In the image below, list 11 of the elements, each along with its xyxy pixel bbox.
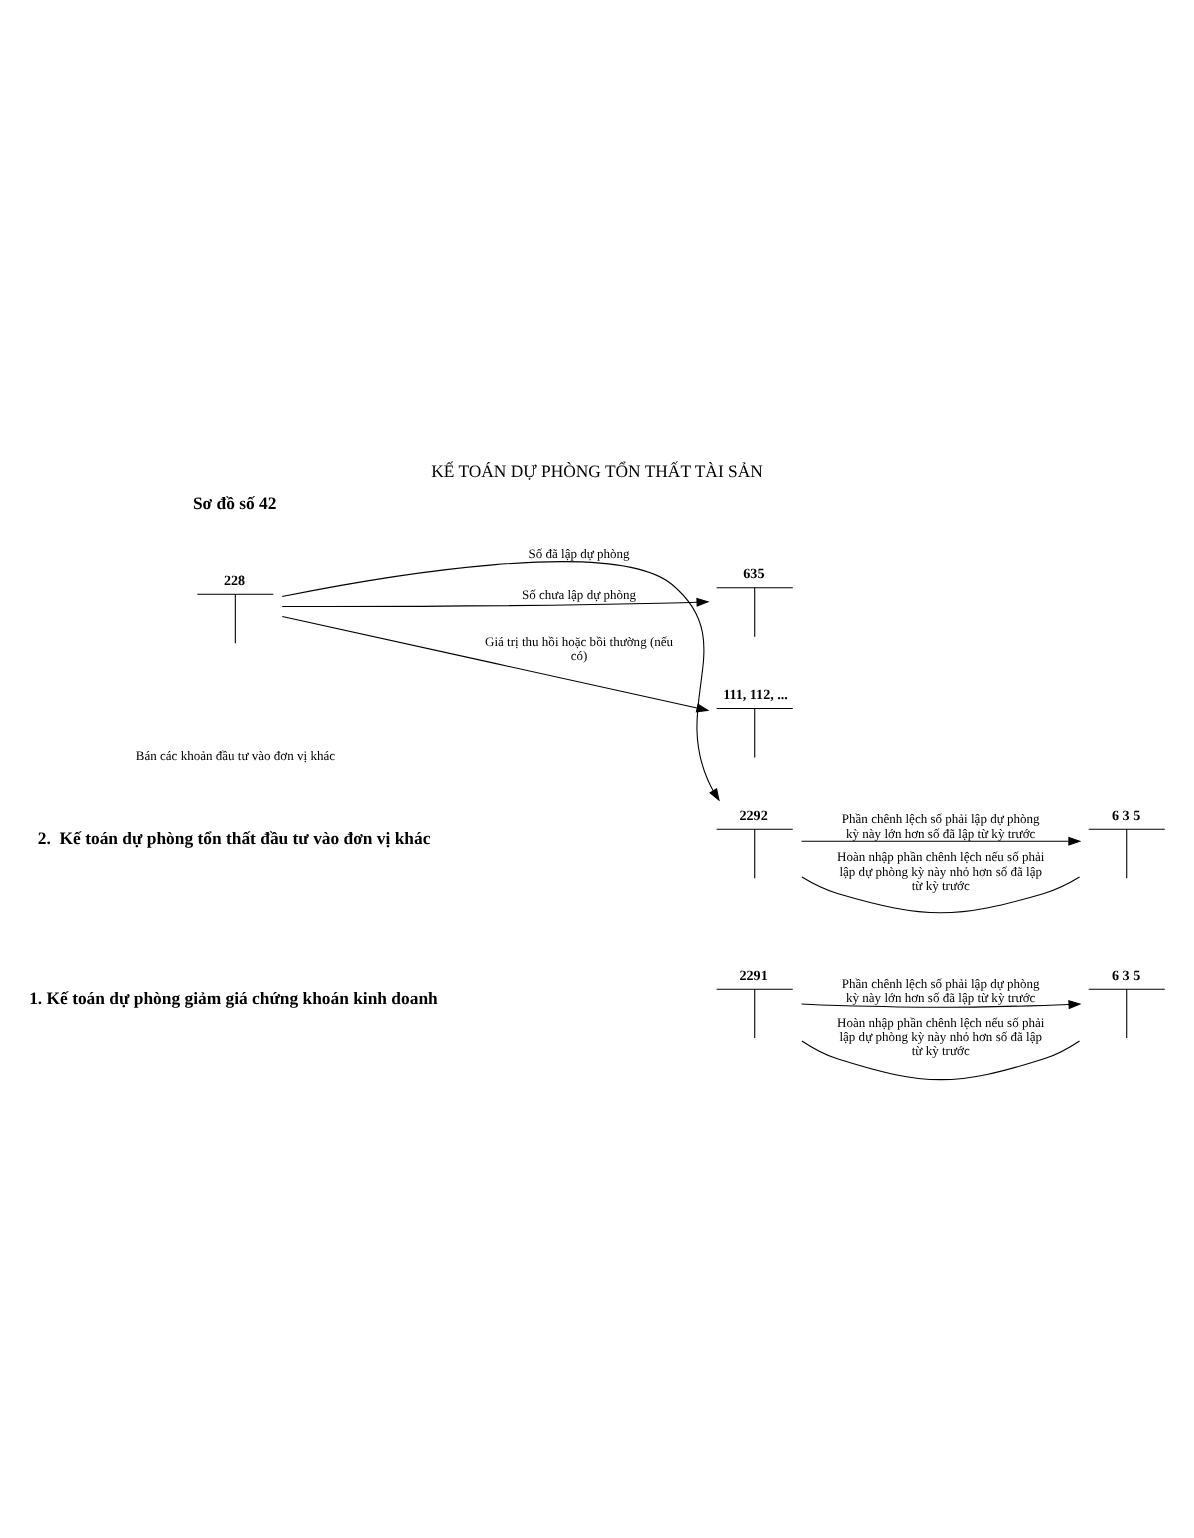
arrow bbox=[801, 836, 1082, 846]
arrow bbox=[281, 597, 710, 607]
arrow bbox=[281, 561, 720, 802]
arrow bbox=[281, 615, 710, 713]
label: 2. Kế toán dự phòng tổn thất đầu tư vào đơn vị khác bbox=[37, 828, 431, 849]
label: 1. Kế toán dự phòng giảm giá chứng khoán kinh doanh bbox=[29, 988, 438, 1009]
label: Sơ đồ số 42 bbox=[192, 493, 277, 514]
connector bbox=[801, 876, 1081, 914]
arrow bbox=[801, 1000, 1082, 1010]
diagram-title: KẾ TOÁN DỰ PHÒNG TỔN THẤT TÀI SẢN bbox=[431, 460, 763, 481]
connector bbox=[801, 1040, 1081, 1081]
